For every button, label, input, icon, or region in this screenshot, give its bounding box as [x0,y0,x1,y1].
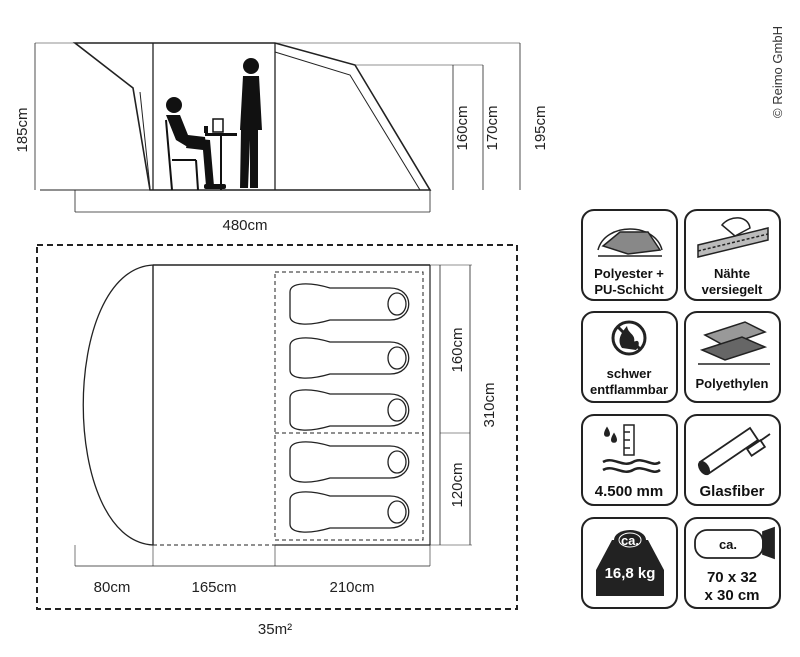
height-left-label: 185cm [14,107,31,152]
sleeping-bag-1 [289,283,410,325]
svg-text:PU-Schicht: PU-Schicht [594,282,664,297]
svg-text:schwer: schwer [607,366,652,381]
svg-text:Glasfiber: Glasfiber [699,483,764,500]
groundsheet-icon [698,321,770,365]
seg-80-label: 80cm [94,579,131,596]
badge-flame: schwer entflammbar [581,311,678,403]
svg-text:entflammbar: entflammbar [590,382,668,397]
svg-text:Polyethylen: Polyethylen [696,376,769,391]
copyright-text: © Reimo GmbH [770,26,785,118]
badge-groundsheet: Polyethylen [684,311,781,403]
sleeping-bag-3 [289,389,410,431]
height-195-label: 195cm [532,105,549,150]
floor-plan [36,244,518,610]
svg-text:70 x 32: 70 x 32 [707,569,757,586]
svg-text:x 30 cm: x 30 cm [704,587,759,604]
svg-text:Polyester +: Polyester + [594,266,664,281]
badge-weight: ca. 16,8 kg [581,517,678,609]
svg-text:versiegelt: versiegelt [702,282,763,297]
badge-pole: Glasfiber [684,414,781,506]
seg-210-label: 210cm [329,579,374,596]
badge-water-column: 4.500 mm [581,414,678,506]
length-label: 480cm [222,217,267,234]
sleeping-bags [289,283,410,533]
people-illustration [165,58,262,191]
width-310-label: 310cm [481,382,498,427]
seg-165-label: 165cm [191,579,236,596]
flame-retardant-icon [611,320,647,356]
water-column-icon [602,424,661,473]
weight-icon [596,530,664,596]
depth-160-label: 160cm [449,327,466,372]
svg-text:16,8 kg: 16,8 kg [605,565,656,582]
height-160-label: 160cm [454,105,471,150]
feature-badges: Polyester + PU-Schicht Nähte versiegelt … [581,209,781,609]
badge-seams: Nähte versiegelt [684,209,781,301]
badge-pack-size: ca. 70 x 32 x 30 cm [684,517,781,609]
area-label: 35m² [258,621,292,638]
svg-text:ca.: ca. [719,537,737,552]
side-view [34,42,521,213]
fiberglass-pole-icon [697,426,771,476]
svg-text:Nähte: Nähte [714,266,750,281]
depth-120-label: 120cm [449,462,466,507]
badge-fabric: Polyester + PU-Schicht [581,209,678,301]
sleeping-bag-4 [289,441,410,483]
pack-size-icon [694,526,775,560]
sleeping-bag-5 [289,491,410,533]
sleeping-bag-2 [289,337,410,379]
fabric-layers-icon [597,228,663,257]
svg-text:4.500 mm: 4.500 mm [595,483,663,500]
sealed-seams-icon [697,217,769,258]
svg-text:ca.: ca. [621,533,639,548]
height-170-label: 170cm [484,105,501,150]
